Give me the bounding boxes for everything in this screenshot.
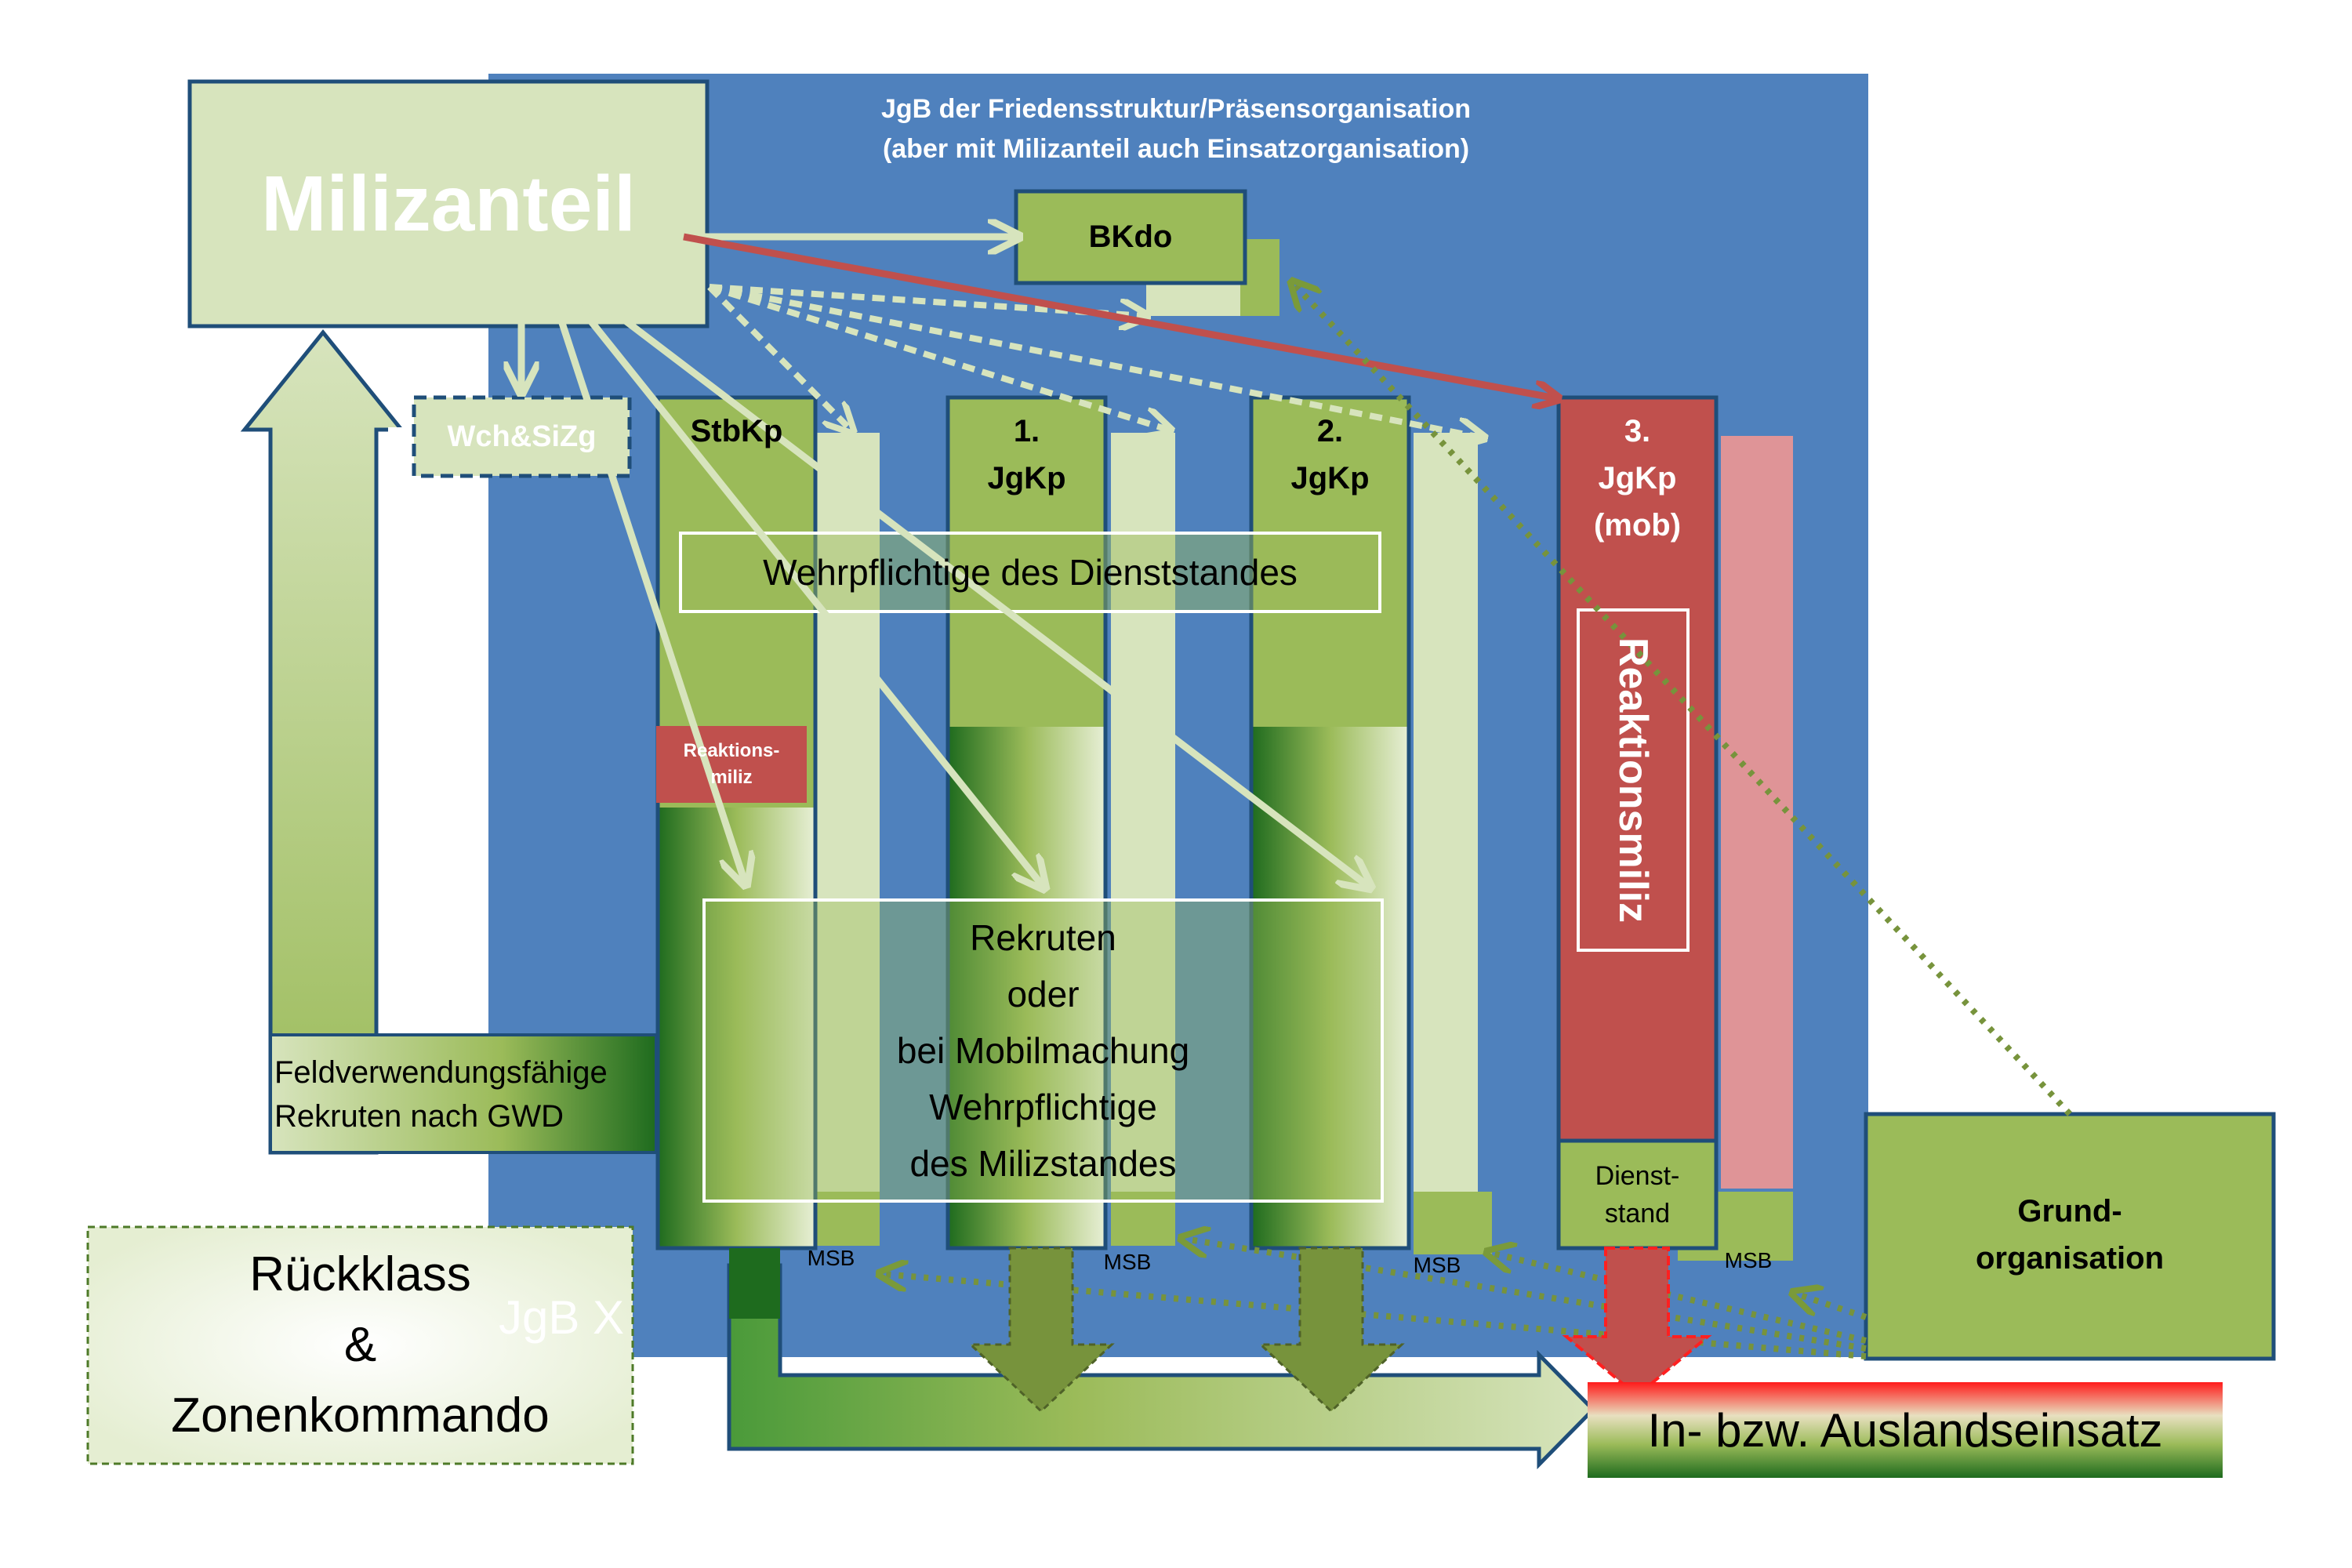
einsatz-label: In- bzw. Auslandseinsatz [1647, 1403, 2163, 1457]
jgkp2-back-column [1414, 433, 1478, 1246]
milizanteil-box [187, 79, 710, 328]
rekruten-box [702, 898, 1384, 1203]
jgkp3-down-arrow [1562, 1247, 1712, 1398]
dienststand-box [1556, 1138, 1719, 1250]
ruecklass-label: Rückklass & Zonenkommando [171, 1247, 550, 1443]
reaktionsmiliz-vertical-frame [1577, 608, 1690, 952]
jgkp2-column-top [1251, 397, 1409, 727]
bkdo-box [1014, 189, 1247, 285]
jgkp1-label: 1. JgKp [987, 414, 1066, 495]
feldverwendung-label: Feldverwendungsfähige Rekruten nach GWD [274, 1055, 608, 1134]
bottom-flow-arrow [727, 1263, 1596, 1470]
white-gap [388, 427, 488, 1029]
reaktionsmiliz-small-box [656, 726, 807, 803]
jgkp2-label: 2. JgKp [1290, 414, 1370, 495]
msb-label-jgkp2: MSB [1413, 1253, 1461, 1277]
reaktionsmiliz-vertical-label: Reaktionsmiliz [1610, 637, 1656, 924]
feldverwendung-box [269, 1033, 658, 1154]
bkdo-label: BKdo [1088, 220, 1173, 254]
miliz-dashed-arrows [707, 284, 1482, 437]
header-line2: (aber mit Milizanteil auch Einsatzorgani… [882, 133, 1470, 164]
jgkp1-column-gradient [948, 727, 1105, 1248]
rekruten-label: Rekruten oder bei Mobilmachung Wehrpflic… [896, 917, 1190, 1184]
einsatz-box [1588, 1382, 2223, 1478]
msb-label-jgkp3: MSB [1724, 1248, 1773, 1272]
wch-label: Wch&SiZg [447, 419, 597, 453]
msb-label-jgkp1: MSB [1103, 1250, 1152, 1274]
dienststand-label: Dienst- stand [1595, 1160, 1680, 1229]
header-line1: JgB der Friedensstruktur/Präsensorganisa… [881, 93, 1471, 124]
jgkp3-label: 3. JgKp (mob) [1593, 414, 1682, 543]
wehrpflichtige-box [679, 532, 1381, 613]
milizanteil-label: Milizanteil [261, 159, 636, 248]
ruecklass-box [86, 1225, 634, 1465]
stbkp-back-column [815, 433, 880, 1246]
stbkp-down-stub [729, 1248, 780, 1319]
grundorganisation-label: Grund- organisation [1975, 1194, 2165, 1276]
wehrpflichtige-label: Wehrpflichtige des Dienststandes [763, 552, 1298, 593]
miliz-arrows [521, 237, 1368, 886]
jgkp1-back-column [1111, 433, 1175, 1246]
return-arrow [240, 329, 406, 1155]
reaktionsmiliz-small-label: Reaktions- miliz [683, 740, 780, 788]
jgkp3-back-column [1721, 436, 1793, 1189]
stbkp-label: StbKp [690, 413, 783, 448]
jgkp1-column-top [948, 397, 1105, 727]
jgkp3-column [1556, 395, 1719, 1143]
jgbx-label: JgB X [499, 1290, 625, 1344]
msb-label-stbkp: MSB [807, 1246, 855, 1270]
red-arrow [683, 233, 1556, 398]
jgkp2-down-arrow [1258, 1247, 1405, 1414]
jgkp1-down-arrow [967, 1247, 1115, 1414]
msb-jgkp2 [1414, 1192, 1492, 1254]
